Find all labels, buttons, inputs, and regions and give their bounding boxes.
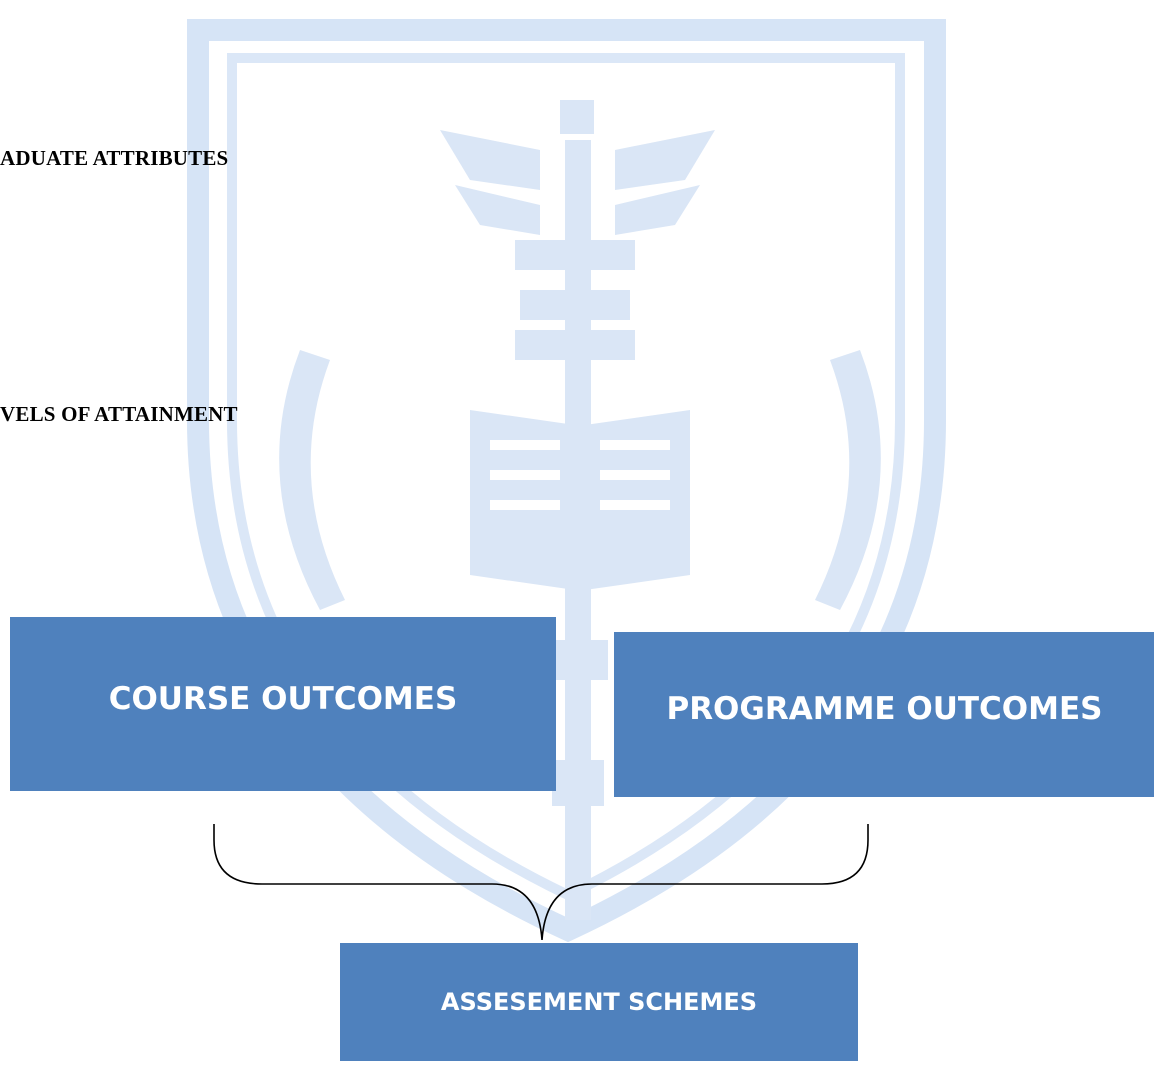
programme-outcomes-label: PROGRAMME OUTCOMES [666,690,1103,727]
assessment-schemes-box: ASSESEMENT SCHEMES [340,943,858,1061]
levels-of-attainment-heading: VELS OF ATTAINMENT [0,402,238,426]
programme-outcomes-box: PROGRAMME OUTCOMES [614,632,1154,797]
course-outcomes-label: COURSE OUTCOMES [108,681,458,717]
graduate-attributes-heading: ADUATE ATTRIBUTES [0,146,229,170]
course-outcomes-box: COURSE OUTCOMES [10,617,556,791]
assessment-schemes-label: ASSESEMENT SCHEMES [440,988,758,1016]
